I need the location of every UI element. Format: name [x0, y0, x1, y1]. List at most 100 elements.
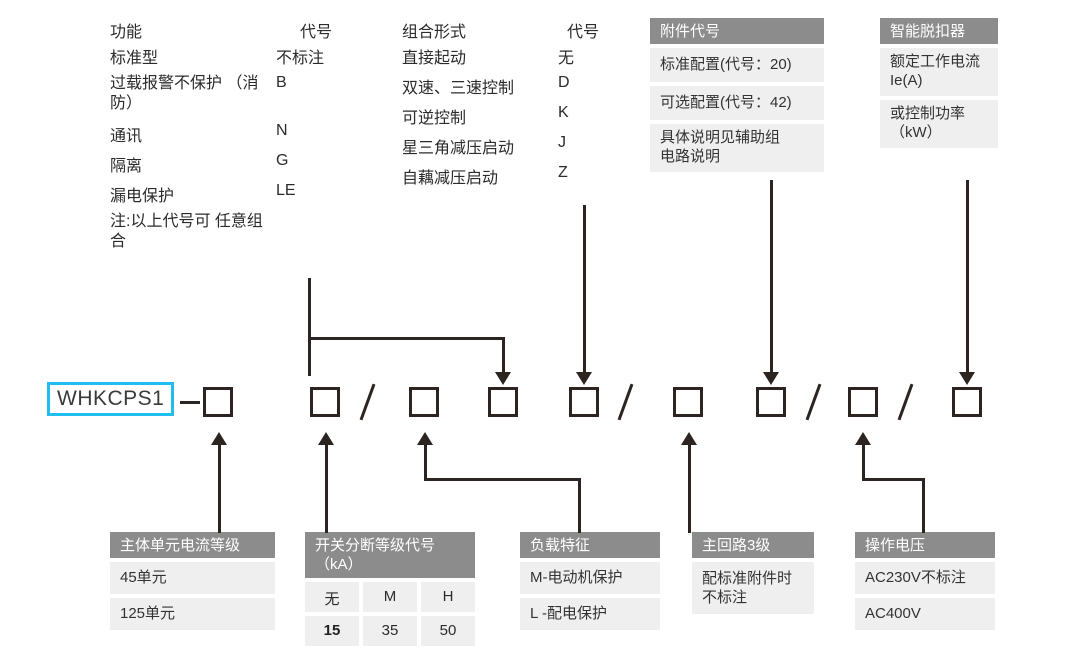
combination-code-cell: Z — [558, 164, 568, 181]
combination-name-cell: 可逆控制 — [402, 110, 467, 127]
connector-load-character-segment-v1 — [578, 478, 581, 533]
connector-load-character-arrow — [417, 432, 433, 445]
connector-accessory-line — [770, 180, 773, 375]
model-box-3 — [409, 387, 439, 417]
model-slash-3 — [805, 383, 822, 421]
connector-function-segment-h — [308, 337, 505, 340]
breaking-capacity-code: 无 — [305, 582, 359, 612]
model-slash-4 — [897, 383, 914, 421]
model-box-5 — [569, 387, 599, 417]
function-code-cell: LE — [276, 182, 296, 199]
function-code-cell — [276, 212, 356, 260]
connector-accessory-arrow — [763, 372, 779, 385]
function-name-cell: 过载报警不保护 （消防） — [110, 75, 259, 112]
function-code-cell: 不标注 — [276, 50, 325, 67]
load-character-header: 负载特征 — [520, 532, 660, 558]
connector-combination-arrow — [576, 372, 592, 385]
trip-unit-cell: 额定工作电流 Ie(A) — [880, 48, 998, 96]
model-slash-2 — [617, 383, 634, 421]
function-table: 功能 标准型 过载报警不保护 （消防） 通讯 隔离 漏电保护 注:以上代号可 任… — [110, 18, 356, 260]
connector-function-arrow — [495, 372, 511, 385]
combination-code-header: 代号 — [566, 24, 599, 41]
model-box-8 — [848, 387, 878, 417]
main-unit-current-cell: 45单元 — [110, 562, 275, 594]
function-name-cell: 注:以上代号可 任意组合 — [110, 213, 263, 250]
function-name-cell: 标准型 — [110, 50, 159, 67]
combination-code-cell: D — [558, 74, 570, 91]
main-circuit-header: 主回路3级 — [692, 532, 814, 558]
load-character-table: 负载特征 M-电动机保护 L -配电保护 — [520, 532, 660, 630]
connector-operating-voltage-segment-h — [862, 478, 925, 481]
function-name-cell: 隔离 — [110, 158, 143, 175]
connector-operating-voltage-segment-v2 — [862, 445, 865, 481]
breaking-capacity-code: H — [421, 582, 475, 612]
model-name-label: WHKCPS1 — [47, 382, 175, 416]
load-character-cell: L -配电保护 — [520, 598, 660, 630]
model-box-1 — [203, 387, 233, 417]
accessory-cell: 可选配置(代号：42) — [650, 86, 824, 120]
function-code-column: 代号 不标注 B N G LE — [276, 18, 356, 260]
connector-trip-unit-line — [966, 180, 969, 375]
combination-code-cell: 无 — [558, 50, 575, 67]
connector-load-character-segment-h — [424, 478, 581, 481]
combination-name-cell: 自藕减压启动 — [402, 170, 499, 187]
operating-voltage-table: 操作电压 AC230V不标注 AC400V — [855, 532, 995, 630]
model-dash — [180, 401, 200, 404]
trip-unit-header: 智能脱扣器 — [880, 18, 998, 44]
operating-voltage-header: 操作电压 — [855, 532, 995, 558]
connector-main-circuit-line — [688, 445, 691, 533]
function-code-cell: B — [276, 74, 287, 91]
model-box-4 — [488, 387, 518, 417]
connector-breaking-capacity-line — [325, 445, 328, 533]
function-code-cell: G — [276, 152, 289, 169]
breaking-capacity-code: M — [363, 582, 417, 612]
model-box-2 — [310, 387, 340, 417]
connector-main-unit-line — [218, 445, 221, 533]
connector-main-unit-arrow — [211, 432, 227, 445]
combination-table: 组合形式 直接起动 双速、三速控制 可逆控制 星三角减压启动 自藕减压启动 代号… — [402, 18, 608, 194]
accessory-cell: 具体说明见辅助组 电路说明 — [650, 124, 824, 172]
connector-main-circuit-arrow — [681, 432, 697, 445]
connector-load-character-segment-v2 — [424, 445, 427, 481]
combination-code-column: 代号 无 D K J Z — [558, 18, 608, 194]
connector-breaking-capacity-arrow — [318, 432, 334, 445]
combination-name-cell: 双速、三速控制 — [402, 80, 515, 97]
function-name-column: 功能 标准型 过载报警不保护 （消防） 通讯 隔离 漏电保护 注:以上代号可 任… — [110, 18, 268, 260]
accessory-header: 附件代号 — [650, 18, 824, 44]
connector-trip-unit-arrow — [959, 372, 975, 385]
model-slash-1 — [359, 383, 376, 421]
breaking-capacity-code-row: 无 M H — [305, 582, 475, 612]
model-box-7 — [756, 387, 786, 417]
connector-function-segment-v2 — [502, 337, 505, 374]
accessory-cell: 标准配置(代号：20) — [650, 48, 824, 82]
breaking-capacity-header: 开关分断等级代号 （kA） — [305, 532, 475, 578]
breaking-capacity-value: 15 — [305, 616, 359, 646]
combination-code-cell: K — [558, 104, 569, 121]
combination-name-header: 组合形式 — [402, 24, 467, 41]
breaking-capacity-value-row: 15 35 50 — [305, 616, 475, 646]
main-circuit-table: 主回路3级 配标准附件时 不标注 — [692, 532, 814, 614]
operating-voltage-cell: AC230V不标注 — [855, 562, 995, 594]
function-code-header: 代号 — [299, 24, 332, 41]
combination-name-cell: 直接起动 — [402, 50, 467, 67]
trip-unit-cell: 或控制功率 （kW） — [880, 100, 998, 148]
operating-voltage-cell: AC400V — [855, 598, 995, 630]
trip-unit-table: 智能脱扣器 额定工作电流 Ie(A) 或控制功率 （kW） — [880, 18, 998, 148]
combination-code-cell: J — [558, 134, 566, 151]
combination-name-cell: 星三角减压启动 — [402, 140, 515, 157]
connector-combination-line — [583, 205, 586, 375]
combination-name-column: 组合形式 直接起动 双速、三速控制 可逆控制 星三角减压启动 自藕减压启动 — [402, 18, 550, 194]
connector-operating-voltage-arrow — [855, 432, 871, 445]
connector-function-segment-v1 — [308, 278, 311, 376]
breaking-capacity-table: 开关分断等级代号 （kA） 无 M H 15 35 50 — [305, 532, 475, 646]
accessory-table: 附件代号 标准配置(代号：20) 可选配置(代号：42) 具体说明见辅助组 电路… — [650, 18, 824, 172]
function-name-header: 功能 — [110, 24, 143, 41]
main-unit-current-header: 主体单元电流等级 — [110, 532, 275, 558]
function-code-cell: N — [276, 122, 288, 139]
function-name-cell: 通讯 — [110, 128, 143, 145]
load-character-cell: M-电动机保护 — [520, 562, 660, 594]
function-name-cell: 漏电保护 — [110, 188, 175, 205]
main-unit-current-cell: 125单元 — [110, 598, 275, 630]
breaking-capacity-value: 35 — [363, 616, 417, 646]
